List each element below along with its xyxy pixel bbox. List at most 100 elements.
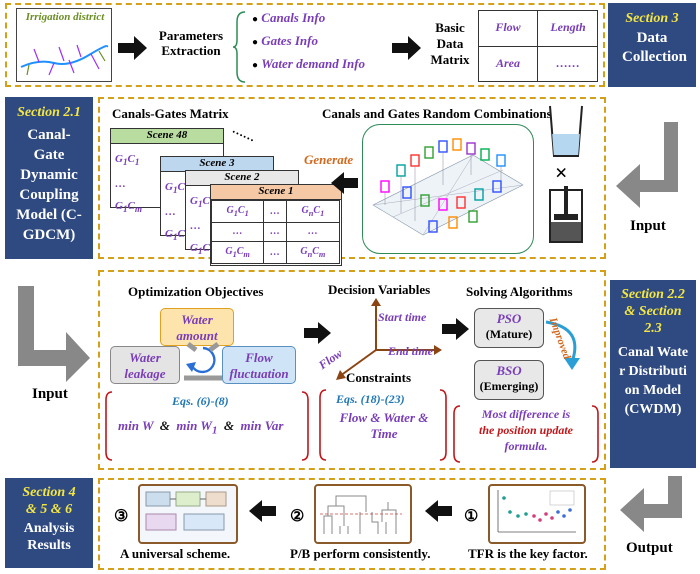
section-name: Canal Water Distribution Model (CWDM) — [617, 345, 689, 417]
scene-matrix: G1C1…GnC1 ……… G1Cm…GnCm — [210, 199, 341, 265]
input-label: Input — [32, 386, 68, 402]
matrix-cell: Flow — [495, 20, 521, 34]
cell: G1Cm — [210, 240, 265, 265]
output-arrow-icon — [620, 476, 682, 532]
section-title: Section 4 & 5 & 6 — [22, 485, 76, 517]
result-caption: A universal scheme. — [120, 546, 231, 561]
basic-data-matrix: Flow Length Area …… — [478, 10, 598, 82]
improved-arrow-icon — [545, 320, 580, 370]
bso-label: BSO — [496, 363, 522, 378]
min-formula: min W & min W1 & min Var — [118, 418, 284, 437]
input-arrow-icon — [616, 122, 678, 208]
section-title: Section 2.2 & Section 2.3 — [621, 287, 685, 336]
flow-fluctuation-box: Flow fluctuation — [222, 346, 296, 384]
dendrogram-icon — [320, 495, 402, 534]
constraints-title: Constraints — [346, 370, 412, 385]
eqs-constraints: Eqs. (18)-(23) — [336, 392, 405, 406]
matrix-cell: …… — [556, 56, 580, 70]
cell: … — [263, 222, 287, 242]
water-leakage-box: Water leakage — [110, 346, 180, 384]
section-title: Section 3 — [625, 11, 679, 26]
times-icon: × — [555, 160, 568, 185]
bso-sub: (Emerging) — [479, 379, 539, 393]
bracket-icon — [453, 405, 599, 463]
scheme-thumbnail-icon — [145, 491, 227, 531]
brace-icon — [233, 11, 246, 83]
pso-label: PSO — [496, 311, 522, 326]
scatter-thumbnail-icon — [497, 490, 576, 533]
arrow-right-icon — [392, 36, 421, 60]
solving-algorithms-title: Solving Algorithms — [466, 284, 573, 299]
water-amount-box: Water amount — [160, 308, 234, 346]
decision-variables-title: Decision Variables — [328, 282, 431, 297]
result-thumbnail — [314, 484, 412, 544]
cycle-icon — [184, 342, 222, 381]
list-item: ● Canals Info — [252, 10, 326, 25]
section-name: Canal-Gate Dynamic Coupling Model (C-GDC… — [16, 127, 82, 243]
flow-fluctuation-label: Flow fluctuation — [229, 350, 289, 381]
irrigation-district-label: Irrigation district — [25, 11, 105, 23]
cell: GnCm — [285, 240, 341, 265]
result-thumbnail — [488, 484, 586, 544]
end-time-label: End time — [388, 344, 434, 358]
generate-label: Generate — [304, 152, 354, 167]
matrix-cell: Length — [550, 20, 586, 34]
eqs-objectives: Eqs. (6)-(8) — [172, 394, 229, 408]
scene-header: Scene 48 — [111, 129, 223, 144]
cell: GnC1 — [285, 199, 341, 224]
arrow-right-icon — [304, 322, 331, 344]
cell: … — [285, 222, 341, 242]
parameters-extraction-label: Parameters Extraction — [158, 28, 224, 58]
section-2-1-box: Section 2.1 Canal-Gate Dynamic Coupling … — [5, 97, 93, 259]
result-caption: P/B perform consistently. — [290, 546, 431, 561]
scene-header: Scene 1 — [211, 185, 341, 200]
pso-sub: (Mature) — [485, 327, 533, 341]
optimization-objectives-title: Optimization Objectives — [128, 284, 264, 299]
combinations-diagram — [362, 124, 534, 254]
start-time-label: Start time — [378, 310, 427, 324]
info-list: ● Canals Info ● Gates Info ● Water deman… — [252, 10, 402, 79]
water-amount-label: Water amount — [176, 312, 218, 343]
result-caption: TFR is the key factor. — [468, 546, 588, 561]
list-item: ● Water demand Info — [252, 56, 366, 71]
result-number: ② — [290, 508, 305, 525]
input-label: Input — [630, 218, 666, 234]
bso-box: BSO (Emerging) — [474, 360, 544, 400]
water-container-icon — [549, 105, 583, 157]
section-3-box: Section 3 Data Collection — [608, 3, 696, 87]
river-network-icon — [20, 44, 109, 76]
arrow-left-icon — [331, 172, 358, 194]
result-thumbnail — [138, 484, 238, 544]
results-frame — [98, 478, 606, 570]
bracket-icon — [319, 389, 447, 461]
constraint-text: Flow & Water & Time — [339, 410, 429, 441]
list-item: ● Gates Info — [252, 33, 318, 48]
basic-data-matrix-label: Basic Data Matrix — [430, 20, 470, 67]
cell: … — [263, 199, 287, 224]
result-number: ① — [464, 508, 479, 525]
c-gdcm-frame — [98, 97, 606, 259]
scene-card: Scene 1 G1C1…GnC1 ……… G1Cm…GnCm — [210, 184, 342, 266]
arrow-left-icon — [249, 500, 276, 522]
cwdm-frame — [98, 270, 606, 470]
output-label: Output — [626, 540, 673, 556]
cell: … — [263, 240, 287, 265]
gate-network-icon — [372, 138, 524, 236]
section-4-box: Section 4 & 5 & 6 Analysis Results — [5, 478, 93, 568]
section-title: Section 2.1 — [17, 105, 81, 120]
axes-icon — [336, 298, 442, 380]
canals-gates-matrix-title: Canals-Gates Matrix — [112, 106, 229, 121]
bracket-icon — [105, 391, 309, 461]
arrow-right-icon — [118, 36, 147, 60]
scene-header: Scene 3 — [161, 157, 273, 172]
difference-text: Most difference is the position update f… — [478, 407, 573, 453]
matrix-cell: Area — [496, 56, 520, 70]
irrigation-district-map: Irrigation district — [16, 8, 112, 82]
cell: … — [210, 222, 265, 242]
section-name: Data Collection — [622, 30, 687, 65]
arrow-left-icon — [425, 500, 452, 522]
scene-stack: Scene 48 G1C1…G1Cm …… Scene 3 G1C1…G1Cm … — [110, 122, 350, 266]
gate-cylinder-icon — [549, 186, 583, 243]
random-combinations-title: Canals and Gates Random Combinations — [322, 106, 552, 121]
arrow-right-icon — [442, 318, 469, 340]
